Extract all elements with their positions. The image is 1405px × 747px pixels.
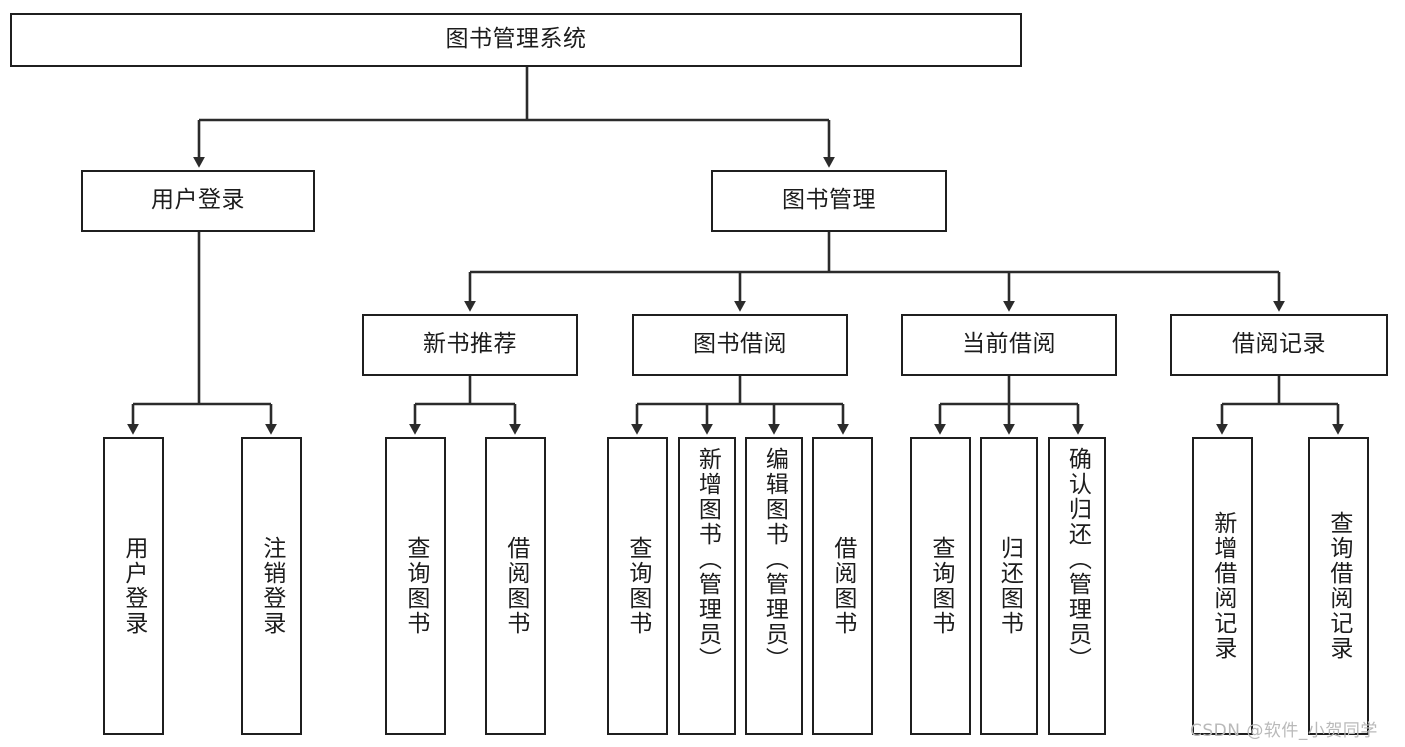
- node-label: 编辑图书（管理员）: [761, 447, 788, 672]
- leaf-user-login-login[interactable]: 用户登录: [103, 437, 164, 735]
- leaf-borrow-record-query[interactable]: 查询借阅记录: [1308, 437, 1369, 735]
- leaf-new-book-query[interactable]: 查询图书: [385, 437, 446, 735]
- node-label: 用户登录: [120, 536, 147, 636]
- leaf-current-borrow-return[interactable]: 归还图书: [980, 437, 1038, 735]
- tree-edges: [127, 67, 1344, 435]
- node-label: 图书管理: [782, 187, 876, 214]
- node-label: 查询图书: [624, 536, 651, 636]
- leaf-user-login-logout[interactable]: 注销登录: [241, 437, 302, 735]
- leaf-book-borrow-edit[interactable]: 编辑图书（管理员）: [745, 437, 803, 735]
- node-label: 查询图书: [402, 536, 429, 636]
- leaf-current-borrow-query[interactable]: 查询图书: [910, 437, 971, 735]
- leaf-book-borrow-add[interactable]: 新增图书（管理员）: [678, 437, 736, 735]
- node-label: 确认归还（管理员）: [1064, 447, 1091, 672]
- node-new-book-recommend[interactable]: 新书推荐: [362, 314, 578, 376]
- node-book-borrow[interactable]: 图书借阅: [632, 314, 848, 376]
- node-label: 图书管理系统: [445, 26, 587, 53]
- node-label: 用户登录: [151, 187, 245, 214]
- leaf-current-borrow-confirm-return[interactable]: 确认归还（管理员）: [1048, 437, 1106, 735]
- node-user-login[interactable]: 用户登录: [81, 170, 315, 232]
- node-root-library-system[interactable]: 图书管理系统: [10, 13, 1022, 67]
- node-label: 注销登录: [258, 536, 285, 636]
- node-current-borrow[interactable]: 当前借阅: [901, 314, 1117, 376]
- node-label: 查询图书: [927, 536, 954, 636]
- node-book-management[interactable]: 图书管理: [711, 170, 947, 232]
- node-label: 新增借阅记录: [1209, 511, 1236, 661]
- node-label: 归还图书: [996, 536, 1023, 636]
- leaf-borrow-record-add[interactable]: 新增借阅记录: [1192, 437, 1253, 735]
- node-label: 图书借阅: [693, 331, 787, 358]
- leaf-book-borrow-borrow[interactable]: 借阅图书: [812, 437, 873, 735]
- node-label: 新书推荐: [423, 331, 517, 358]
- node-label: 借阅记录: [1232, 331, 1326, 358]
- node-label: 新增图书（管理员）: [694, 447, 721, 672]
- node-label: 当前借阅: [962, 331, 1056, 358]
- node-label: 借阅图书: [829, 536, 856, 636]
- leaf-book-borrow-query[interactable]: 查询图书: [607, 437, 668, 735]
- node-borrow-record[interactable]: 借阅记录: [1170, 314, 1388, 376]
- node-label: 查询借阅记录: [1325, 511, 1352, 661]
- node-label: 借阅图书: [502, 536, 529, 636]
- leaf-new-book-borrow[interactable]: 借阅图书: [485, 437, 546, 735]
